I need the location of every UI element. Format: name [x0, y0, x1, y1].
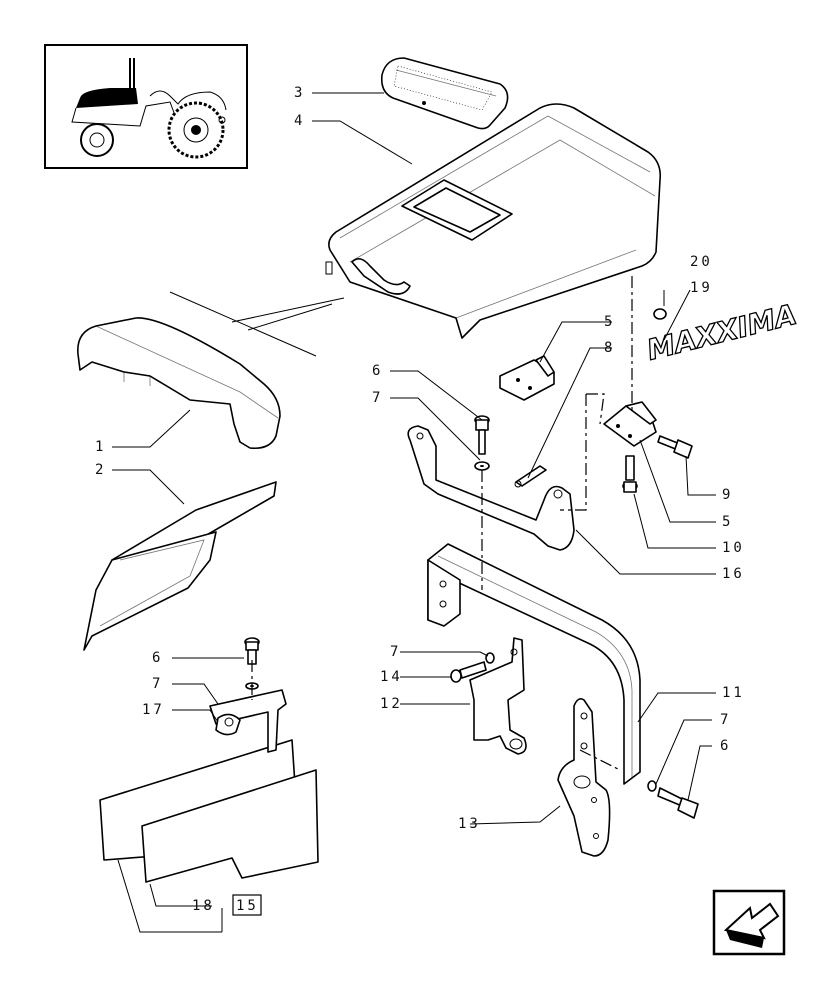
label-9: 9 — [722, 487, 733, 503]
bracket-part-17 — [209, 689, 287, 753]
label-5-lower: 5 — [722, 514, 733, 530]
label-1: 1 — [95, 439, 106, 455]
support-hoop-part-16 — [407, 425, 575, 551]
assembly-guidelines — [169, 276, 633, 771]
label-20: 20 — [690, 254, 713, 270]
frame-part-11 — [427, 543, 641, 785]
tractor-thumbnail-icon — [44, 44, 248, 169]
label-13: 13 — [458, 816, 481, 832]
label-2: 2 — [95, 462, 106, 478]
label-6-right: 6 — [720, 738, 731, 754]
hinge-part-5-upper — [499, 355, 555, 401]
bracket-part-12 — [469, 637, 527, 755]
roof-cover-part-4 — [325, 103, 662, 339]
leader-lines — [112, 92, 716, 933]
label-6-center: 6 — [372, 363, 383, 379]
label-7-mid: 7 — [390, 644, 401, 660]
label-12: 12 — [380, 696, 403, 712]
label-19: 19 — [690, 280, 713, 296]
plate-part-13 — [557, 698, 611, 857]
navigation-arrow-icon[interactable] — [712, 889, 786, 956]
nut-part-20 — [653, 308, 667, 320]
label-3: 3 — [294, 85, 305, 101]
label-7-center: 7 — [372, 390, 383, 406]
label-15-box — [232, 894, 262, 916]
label-8: 8 — [604, 340, 615, 356]
label-17: 17 — [142, 702, 165, 718]
label-18: 18 — [192, 898, 215, 914]
label-7-left: 7 — [152, 676, 163, 692]
fender-panel-part-2 — [83, 481, 277, 651]
fender-cover-part-1 — [77, 317, 281, 450]
window-panel-part-3 — [380, 57, 509, 130]
bolt-part-6-left — [244, 637, 260, 690]
bolt-part-6-right — [647, 780, 699, 819]
part-labels: 3 4 1 2 6 7 5 8 20 19 9 5 10 16 11 7 6 7… — [95, 85, 745, 916]
label-6-left: 6 — [152, 650, 163, 666]
hinge-part-5-lower — [603, 401, 657, 447]
plate-part-18 — [99, 739, 319, 883]
bolt-part-9 — [657, 435, 693, 459]
label-16: 16 — [722, 566, 745, 582]
label-4: 4 — [294, 113, 305, 129]
bolt-part-6-center — [474, 415, 490, 471]
label-10: 10 — [722, 540, 745, 556]
logo-text: MAXXIMA — [644, 298, 800, 367]
label-15: 15 — [236, 898, 259, 914]
bolt-part-10 — [622, 455, 638, 493]
label-5-upper: 5 — [604, 314, 615, 330]
label-11: 11 — [722, 685, 745, 701]
label-14: 14 — [380, 669, 403, 685]
label-7-right: 7 — [720, 712, 731, 728]
clip-pin-part-8 — [514, 465, 547, 488]
maxxima-logo-part-19: MAXXIMA — [643, 297, 800, 367]
